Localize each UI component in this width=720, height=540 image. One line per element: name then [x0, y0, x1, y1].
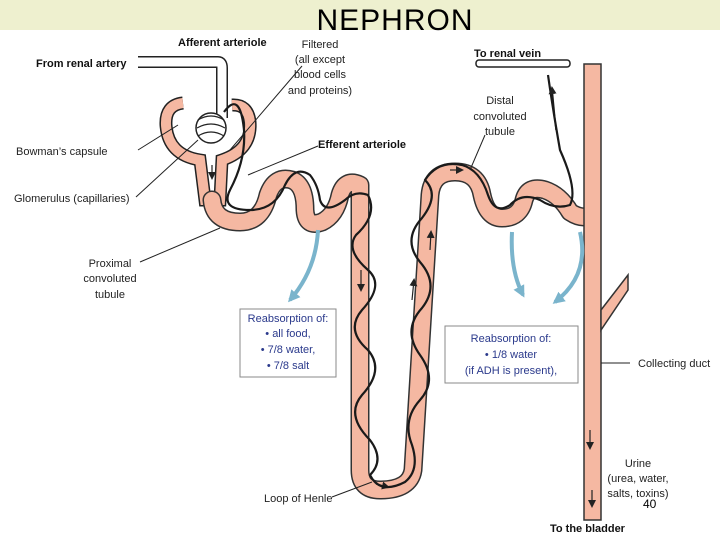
reabsorption-box-2: Reabsorption of: • 1/8 water (if ADH is … — [444, 325, 579, 384]
label-glomerulus: Glomerulus (capillaries) — [14, 193, 130, 205]
label-urine-1: Urine — [625, 458, 651, 470]
label-from-renal-artery: From renal artery — [36, 58, 127, 70]
tubule — [202, 63, 629, 521]
box1-line-1: Reabsorption of: — [248, 313, 329, 325]
label-collecting-duct: Collecting duct — [638, 358, 710, 370]
box1-line-3: • 7/8 water, — [261, 344, 316, 356]
label-urine-2: (urea, water, — [607, 473, 668, 485]
label-proximal-2: convoluted — [83, 273, 136, 285]
label-filtered-2: (all except — [295, 54, 345, 66]
label-proximal-3: tubule — [95, 289, 125, 301]
reabsorption-arrows — [288, 229, 585, 304]
label-filtered-4: and proteins) — [288, 85, 352, 97]
box1-line-2: • all food, — [265, 328, 310, 340]
label-filtered-1: Filtered — [302, 39, 339, 51]
box2-line-3: (if ADH is present), — [465, 365, 557, 377]
reabsorption-box-1: Reabsorption of: • all food, • 7/8 water… — [239, 308, 337, 378]
box1-line-4: • 7/8 salt — [267, 360, 309, 372]
box2-line-2: • 1/8 water — [485, 349, 537, 361]
renal-vein — [475, 59, 571, 68]
label-distal-2: convoluted — [473, 111, 526, 123]
label-filtered-3: blood cells — [294, 69, 346, 81]
glomerulus — [195, 112, 227, 144]
label-efferent-arteriole: Efferent arteriole — [318, 139, 406, 151]
label-distal-1: Distal — [486, 95, 514, 107]
efferent-capillary — [223, 74, 574, 489]
box2-line-1: Reabsorption of: — [471, 333, 552, 345]
page-title: NEPHRON — [316, 4, 474, 37]
label-bowmans-capsule: Bowman’s capsule — [16, 146, 108, 158]
afferent-arteriole — [138, 56, 228, 118]
label-distal-3: tubule — [485, 126, 515, 138]
leader-lines — [135, 65, 630, 498]
label-to-the-bladder: To the bladder — [550, 523, 626, 535]
label-proximal-1: Proximal — [89, 258, 132, 270]
label-loop-of-henle: Loop of Henle — [264, 493, 333, 505]
label-urine-3: salts, toxins) — [607, 488, 668, 500]
label-to-renal-vein: To renal vein — [474, 48, 541, 60]
title-band — [0, 0, 720, 30]
label-afferent-arteriole: Afferent arteriole — [178, 37, 267, 49]
page-number: 40 — [643, 497, 657, 511]
